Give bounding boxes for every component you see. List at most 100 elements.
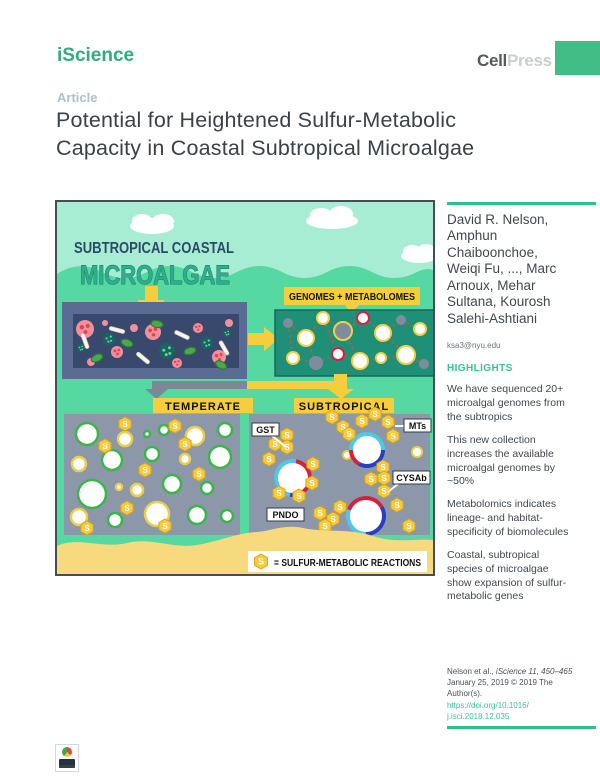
pink-cell-icon xyxy=(193,323,203,333)
abstract-decor xyxy=(313,505,327,521)
abstract-decor xyxy=(138,462,152,478)
coin-symbol: S xyxy=(390,432,396,441)
abstract-decor xyxy=(85,323,90,328)
coin-symbol: S xyxy=(337,503,343,512)
abstract-decor xyxy=(109,335,112,338)
network-edge xyxy=(305,317,324,339)
abstract-decor xyxy=(78,346,81,349)
abstract-decor xyxy=(110,339,113,342)
pink-cell-icon xyxy=(102,320,108,326)
cysab-text: CYSAb xyxy=(396,473,427,483)
algae-circle xyxy=(186,504,208,526)
abstract-decor xyxy=(105,337,108,340)
network-node xyxy=(286,351,300,365)
coin-symbol: S xyxy=(329,413,335,422)
abstract-decor xyxy=(176,363,179,366)
citation-text: Nelson et al., iScience 11, 450–465 Janu… xyxy=(447,666,581,722)
correspondence-email[interactable]: ksa3@nyu.edu xyxy=(447,341,501,351)
cellpress-logo: CellPress xyxy=(477,51,552,71)
algae-circle xyxy=(157,423,171,437)
algae-circle xyxy=(70,455,88,473)
sulfur-coin-icon: S xyxy=(368,406,382,422)
abstract-decor xyxy=(164,353,168,357)
abstract-decor xyxy=(120,500,134,516)
sidebar: David R. Nelson, Amphun Chaiboonchoe, We… xyxy=(447,202,596,604)
coin-symbol: S xyxy=(296,492,302,501)
network-node xyxy=(413,322,427,336)
sidebar-top-rule xyxy=(447,202,596,205)
abstract-decor xyxy=(355,413,369,429)
coin-symbol: S xyxy=(258,557,264,567)
coin-symbol: S xyxy=(317,509,323,518)
abstract-decor xyxy=(402,518,416,534)
coin-symbol: S xyxy=(368,475,374,484)
sulfur-coin-icon: S xyxy=(280,439,294,455)
abstract-decor xyxy=(113,349,117,353)
journal-logo: iScience xyxy=(57,45,135,66)
check-updates-badge[interactable] xyxy=(55,744,79,772)
sulfur-coin-icon: S xyxy=(98,438,112,454)
cellpress-logo-press: Press xyxy=(506,51,552,70)
cloud-icon xyxy=(130,214,174,234)
genomes-metabolomes-label: GENOMES + METABOLOMES xyxy=(284,287,420,313)
updates-badge-label xyxy=(59,759,75,768)
abstract-decor xyxy=(325,409,339,425)
abstract-decor xyxy=(103,333,115,345)
abstract-decor xyxy=(342,426,356,442)
doi-link[interactable]: https://doi.org/10.1016/j.isci.2018.12.0… xyxy=(447,700,581,722)
ring-arc xyxy=(347,496,384,511)
genome-network-panel xyxy=(274,309,433,377)
coin-symbol: S xyxy=(84,524,90,533)
coin-symbol: S xyxy=(102,442,108,451)
abstract-title-line2: MICROALGAE xyxy=(80,260,230,290)
authors-list: David R. Nelson, Amphun Chaiboonchoe, We… xyxy=(447,212,557,326)
abstract-decor xyxy=(98,438,112,454)
coin-symbol: S xyxy=(182,440,188,449)
highlight-item: This new collection increases the availa… xyxy=(447,433,555,488)
branch-connector xyxy=(145,374,354,399)
algae-circle xyxy=(76,478,108,510)
algae-circle-large xyxy=(348,498,384,534)
abstract-decor xyxy=(386,428,400,444)
abstract-decor xyxy=(174,360,177,364)
diatom-rod-icon xyxy=(136,351,150,365)
network-node xyxy=(297,329,315,347)
abstract-decor xyxy=(368,406,382,422)
coin-symbol: S xyxy=(276,489,282,498)
coin-symbol: S xyxy=(142,466,148,475)
abstract-decor xyxy=(305,475,319,491)
coin-symbol: S xyxy=(322,522,328,531)
coin-symbol: S xyxy=(340,423,346,432)
article-title-line2: Capacity in Coastal Subtropical Microalg… xyxy=(56,136,475,161)
abstract-decor xyxy=(167,346,171,350)
algae-circle xyxy=(207,444,233,470)
sulfur-coin-icon: S xyxy=(390,497,404,513)
abstract-decor xyxy=(227,333,230,335)
microalgae-sample-panel xyxy=(62,302,247,379)
algae-circle xyxy=(216,421,234,439)
sulfur-coin-icon: S xyxy=(313,505,327,521)
legend-text: = SULFUR-METABOLIC REACTIONS xyxy=(274,557,421,569)
highlight-item: Metabolomics indicates lineage- and habi… xyxy=(447,498,569,539)
abstract-decor xyxy=(192,466,206,482)
diatom-rod-icon xyxy=(80,333,90,349)
green-cell-icon xyxy=(214,360,228,370)
abstract-decor xyxy=(193,323,203,333)
abstract-decor xyxy=(79,349,82,351)
algae-circle xyxy=(219,508,235,524)
ring-arc xyxy=(358,449,385,468)
network-node xyxy=(419,359,429,369)
abstract-decor xyxy=(79,325,85,330)
algae-circle xyxy=(161,473,183,495)
network-node xyxy=(356,311,370,325)
coin-symbol: S xyxy=(372,410,378,419)
abstract-decor xyxy=(225,319,233,327)
coin-symbol: S xyxy=(284,431,290,440)
abstract-decor xyxy=(292,488,306,504)
abstract-decor xyxy=(205,344,208,347)
pink-cell-icon xyxy=(172,358,182,368)
ring-arc xyxy=(349,432,385,451)
highlights-heading: HIGHLIGHTS xyxy=(447,363,513,375)
